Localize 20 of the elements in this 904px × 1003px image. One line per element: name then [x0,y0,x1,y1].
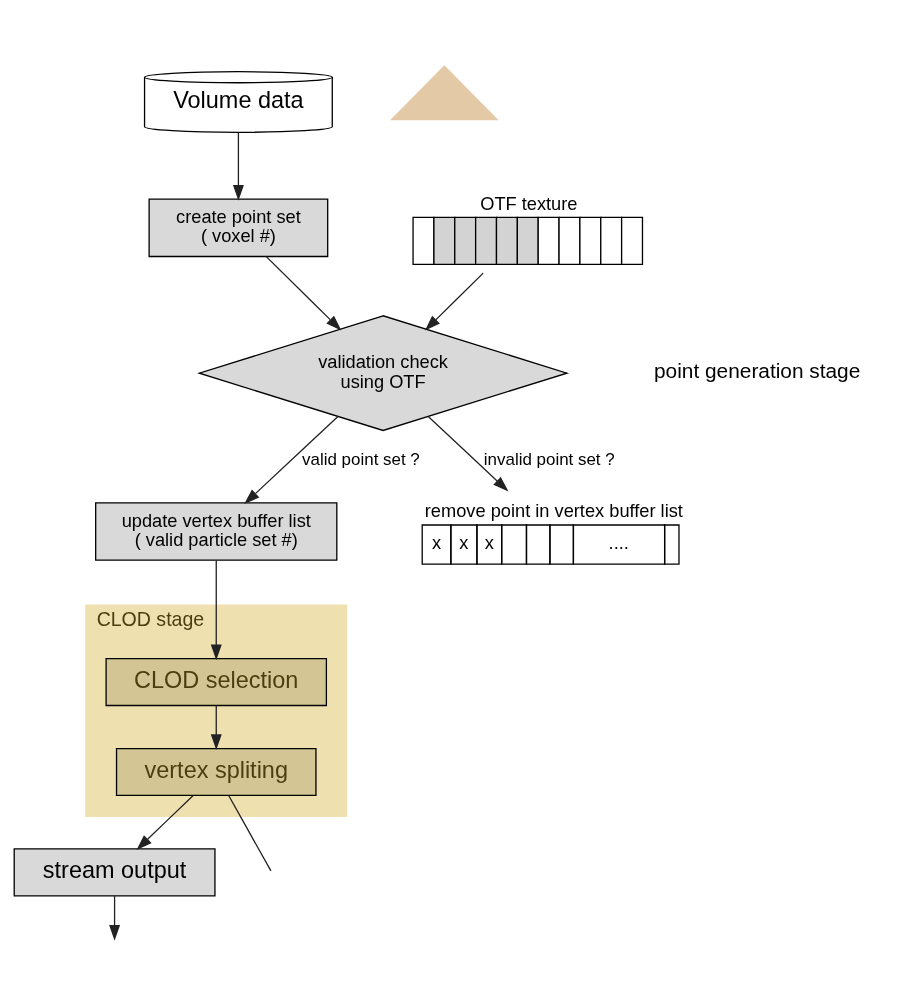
node-box: update vertex buffer list ( valid particle set #) [94,501,337,561]
arrow [232,131,244,201]
node-label: OTF texture [479,192,577,214]
node-box: CLOD selection [104,657,327,706]
node-label: remove point in vertex buffer list [424,499,683,521]
arrow [243,415,339,504]
arrow [210,559,222,660]
arrow [424,271,484,331]
node-box: vertex spliting [115,747,317,796]
arrow [136,794,194,850]
arrow [427,415,508,491]
arrow [108,894,120,941]
edge-label: valid point set ? [301,449,420,469]
arrow [210,704,222,750]
node-box: create point set ( voxel #) [147,198,328,257]
connector [227,794,272,872]
edge-label: invalid point set ? [483,449,615,469]
label: point generation stage [653,358,860,382]
arrow [265,255,341,331]
node-box: stream output [13,847,216,896]
